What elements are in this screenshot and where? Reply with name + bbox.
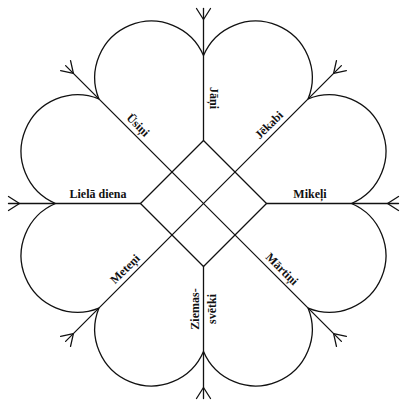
calendar-label: Mikeļi bbox=[293, 187, 326, 201]
spoke-fork bbox=[197, 9, 211, 20]
diagonal-line bbox=[66, 66, 342, 342]
spoke-line bbox=[9, 203, 141, 204]
calendar-label: Jāņi bbox=[207, 87, 221, 109]
calendar-label: Ūsiņi bbox=[123, 111, 152, 140]
calendar-label: Jēkabi bbox=[252, 108, 286, 142]
spoke-line bbox=[203, 267, 204, 399]
spoke-fork bbox=[334, 334, 347, 347]
spoke-fork bbox=[61, 334, 74, 347]
spoke-line bbox=[267, 203, 399, 204]
diagonal-line bbox=[66, 66, 342, 342]
calendar-label: Ziemas- svētki bbox=[187, 288, 221, 329]
spoke-fork bbox=[334, 61, 347, 74]
spoke-line bbox=[203, 9, 204, 141]
spoke-fork bbox=[388, 197, 399, 211]
spoke-fork bbox=[197, 388, 211, 399]
spoke-fork bbox=[61, 61, 74, 74]
spoke-fork bbox=[9, 197, 20, 211]
calendar-label: Lielā diena bbox=[69, 187, 126, 201]
